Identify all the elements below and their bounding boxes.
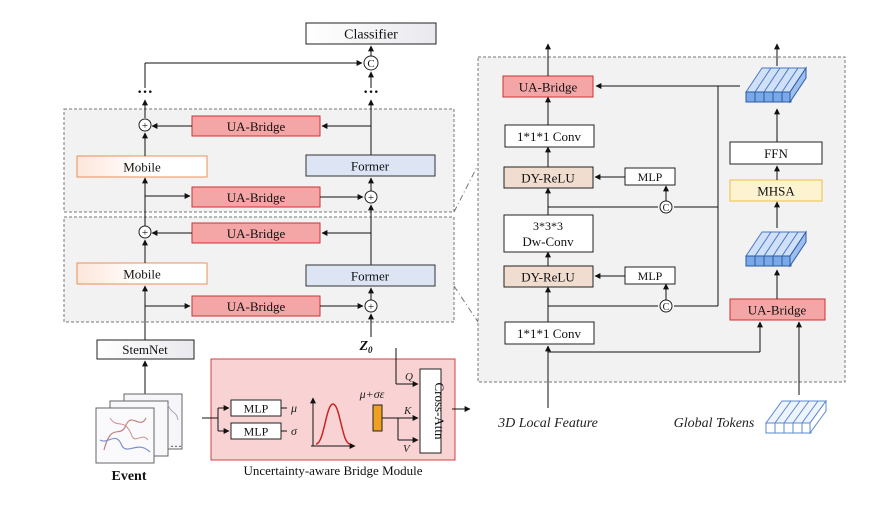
ua-bridge-label: UA-Bridge xyxy=(227,190,286,205)
q-label: Q xyxy=(405,371,413,383)
ffn-box xyxy=(729,141,823,165)
plus-symbol: + xyxy=(368,301,374,313)
conv-top-box xyxy=(504,124,595,148)
k-label: K xyxy=(403,405,412,417)
ua-bridge-label: UA-Bridge xyxy=(227,119,286,134)
local-feature-label: 3D Local Feature xyxy=(497,416,598,431)
sample-expression: μ+σε xyxy=(359,387,385,401)
event-label: Event xyxy=(112,469,147,484)
ua-bridge-label: UA-Bridge xyxy=(748,303,807,318)
zoom-line-top xyxy=(453,164,479,213)
dw-conv-kernel-label: 3*3*3 xyxy=(533,219,563,233)
stemnet-box xyxy=(96,339,195,360)
plus-symbol: + xyxy=(142,227,148,239)
plus-symbol: + xyxy=(368,192,374,204)
detail-panel: 1*1*1 Conv C DY-ReLU MLP 3*3*3 Dw-Conv C… xyxy=(477,43,846,408)
epsilon-bar xyxy=(372,404,383,432)
dots-right: ··· xyxy=(363,84,379,101)
v-label: V xyxy=(403,443,411,455)
cross-attn-label: Cross-Attn xyxy=(432,382,447,440)
global-tokens-label: Global Tokens xyxy=(674,416,755,431)
dw-conv-label: Dw-Conv xyxy=(522,234,574,249)
classifier-box xyxy=(305,22,437,45)
sigma-symbol: σ xyxy=(291,424,298,438)
mlp-label: MLP xyxy=(638,170,663,184)
dots-left: ··· xyxy=(137,84,153,101)
dy-relu-label: DY-ReLU xyxy=(521,270,575,285)
stemnet-label: StemNet xyxy=(122,342,168,357)
conv-label: 1*1*1 Conv xyxy=(517,326,581,341)
add-circle-lower-left xyxy=(138,225,152,239)
mobile-box-lower xyxy=(76,262,208,285)
left-network: Classifier C ··· ··· + UA-Bridge Mobile … xyxy=(63,22,455,484)
mobile-label: Mobile xyxy=(123,160,161,175)
mhsa-box xyxy=(729,179,823,202)
mu-symbol: μ xyxy=(290,401,297,415)
former-label: Former xyxy=(351,269,390,284)
zoom-line-bottom xyxy=(453,285,479,323)
classifier-label: Classifier xyxy=(344,28,398,43)
cross-attn-box xyxy=(419,368,442,454)
conv-label: 1*1*1 Conv xyxy=(517,129,581,144)
concat-symbol-top: C xyxy=(367,58,374,70)
token-stack-middle xyxy=(745,230,807,268)
former-label: Former xyxy=(351,159,390,174)
concat-symbol: C xyxy=(663,203,670,214)
mlp-label: MLP xyxy=(244,402,269,416)
ua-bridge-label: UA-Bridge xyxy=(227,226,286,241)
z0-label: Z0 xyxy=(358,339,373,355)
event-dots: ··· xyxy=(170,439,182,453)
token-stack-top xyxy=(745,66,807,104)
plus-symbol: + xyxy=(142,120,148,132)
ua-bridge-label: UA-Bridge xyxy=(519,80,578,95)
bridge-module: MLP MLP μ σ μ+σε Q K V Cross-Attn xyxy=(202,348,471,461)
former-box-lower xyxy=(305,264,436,287)
add-circle-upper-left xyxy=(138,118,152,132)
mobile-label: Mobile xyxy=(123,267,161,282)
mhsa-label: MHSA xyxy=(757,184,795,199)
ua-bridge-label: UA-Bridge xyxy=(227,299,286,314)
gaussian-plot xyxy=(310,397,356,449)
mobile-box-upper xyxy=(76,155,208,178)
former-box-upper xyxy=(305,154,436,177)
bridge-module-caption: Uncertainty-aware Bridge Module xyxy=(243,463,422,478)
mlp-label: MLP xyxy=(244,425,269,439)
ffn-label: FFN xyxy=(764,146,788,161)
concat-symbol: C xyxy=(663,302,670,313)
event-frames: ··· xyxy=(95,393,183,464)
dy-relu-label: DY-ReLU xyxy=(521,171,575,186)
global-tokens-icon xyxy=(765,399,827,435)
mlp-label: MLP xyxy=(638,269,663,283)
conv-bottom-box xyxy=(504,321,595,345)
